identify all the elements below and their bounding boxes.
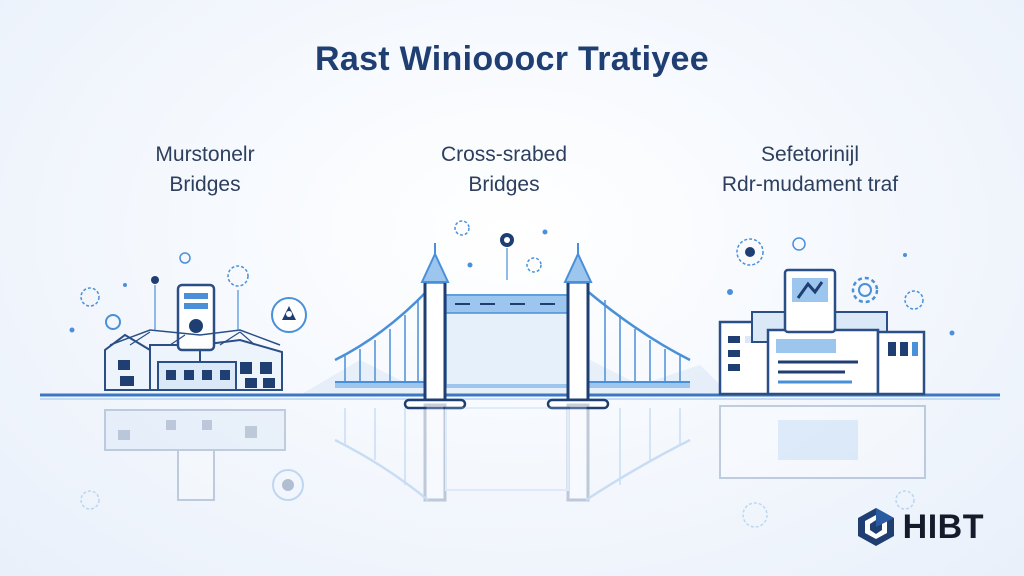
reflection-floating-icons xyxy=(80,469,915,528)
page-title: Rast Winiooocr Tratiyee xyxy=(315,40,709,78)
brand-logo: HIBT xyxy=(855,506,984,548)
label-right-line1: Sefetorinijl xyxy=(760,143,860,166)
label-cross-bridges: Cross-srabed Bridges xyxy=(374,140,634,200)
label-left-line1: Murstonelr xyxy=(155,143,255,166)
left-buildings xyxy=(104,283,283,391)
label-mid-line2: Bridges xyxy=(468,173,540,196)
document-icon xyxy=(783,268,837,334)
left-floating-icons xyxy=(69,252,249,333)
right-floating-icons xyxy=(727,237,955,336)
brand-name: HIBT xyxy=(902,507,984,546)
gear-icon xyxy=(851,276,879,304)
label-left-line2: Bridges xyxy=(169,173,241,196)
suspension-bridge xyxy=(334,243,691,410)
mid-floating-icons xyxy=(454,220,548,280)
bitcoin-node-icon xyxy=(271,297,307,333)
logo-icon xyxy=(857,508,894,546)
label-right-line2: Rdr-mudament traf xyxy=(721,173,899,196)
label-mid-line1: Cross-srabed xyxy=(440,143,568,166)
label-safety-management: Sefetorinijl Rdr-mudament traf xyxy=(680,140,940,200)
label-multistone-bridges: Murstonelr Bridges xyxy=(75,140,335,200)
water-reflection xyxy=(104,403,926,502)
right-dashboard-building xyxy=(718,311,926,396)
